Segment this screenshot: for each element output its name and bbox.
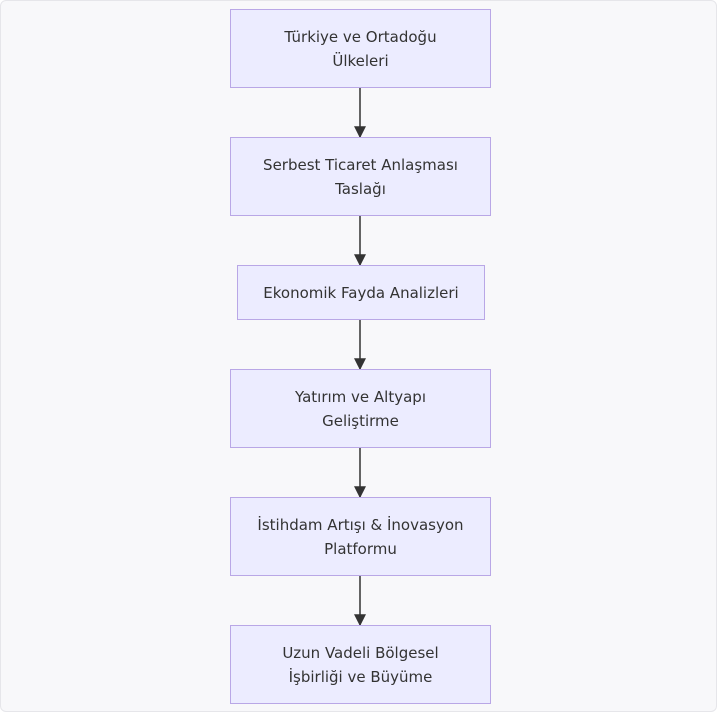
node-label: Uzun Vadeli Bölgesel İşbirliği ve Büyüme bbox=[282, 643, 439, 686]
node-label: Ekonomik Fayda Analizleri bbox=[263, 283, 459, 302]
node-ekonomik-fayda: Ekonomik Fayda Analizleri bbox=[237, 265, 485, 320]
node-label: İstihdam Artışı & İnovasyon Platformu bbox=[257, 515, 464, 558]
node-label: Serbest Ticaret Anlaşması Taslağı bbox=[263, 155, 458, 198]
node-serbest-ticaret: Serbest Ticaret Anlaşması Taslağı bbox=[230, 137, 491, 216]
node-yatirim-altyapi: Yatırım ve Altyapı Geliştirme bbox=[230, 369, 491, 448]
node-istihdam-inovasyon: İstihdam Artışı & İnovasyon Platformu bbox=[230, 497, 491, 576]
node-uzun-vadeli: Uzun Vadeli Bölgesel İşbirliği ve Büyüme bbox=[230, 625, 491, 704]
node-label: Yatırım ve Altyapı Geliştirme bbox=[295, 387, 426, 430]
node-turkiye-ortadogu: Türkiye ve Ortadoğu Ülkeleri bbox=[230, 9, 491, 88]
node-label: Türkiye ve Ortadoğu Ülkeleri bbox=[284, 27, 437, 70]
